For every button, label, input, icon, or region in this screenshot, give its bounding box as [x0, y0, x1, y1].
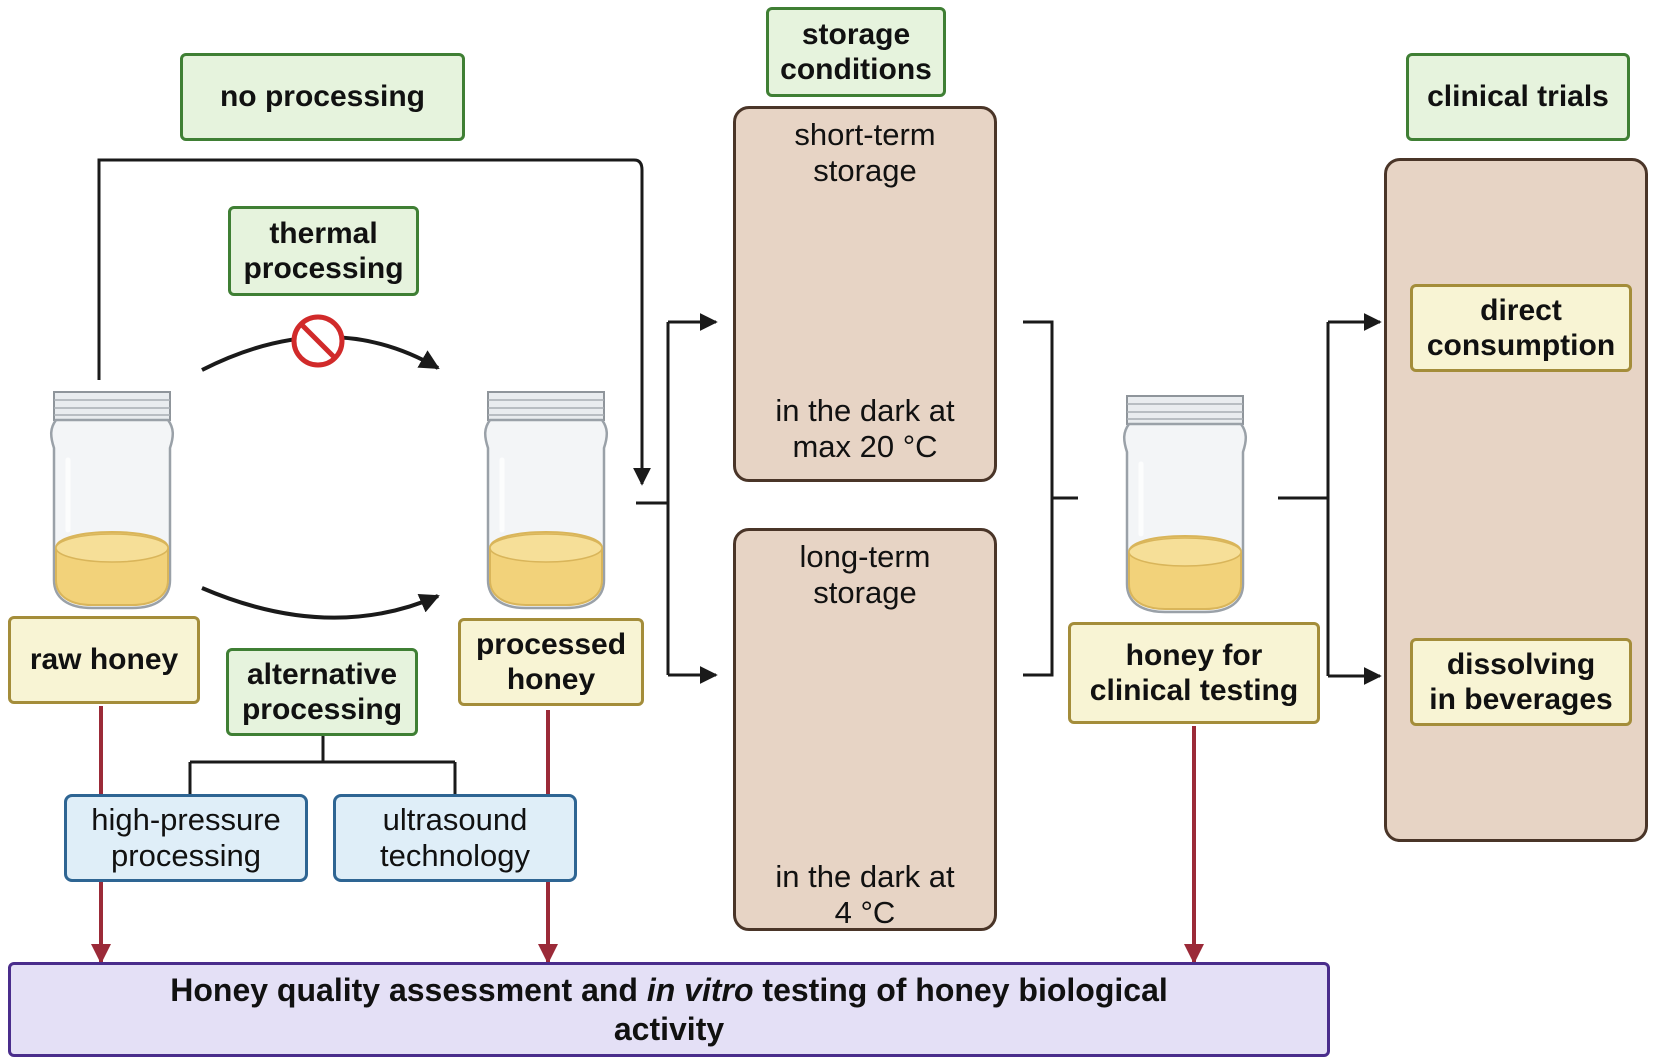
alternative-split-connector	[188, 736, 457, 794]
short-term-storage-title: short-term storage	[794, 117, 936, 189]
ultrasound-technology-label: ultrasound technology	[333, 794, 577, 882]
short-term-storage-condition: in the dark at max 20 °C	[775, 393, 955, 465]
alternative-processing-arrow	[201, 586, 440, 620]
raw-honey-jar-icon	[51, 392, 173, 608]
storage-conditions-label: storage conditions	[766, 7, 946, 97]
no-processing-label: no processing	[180, 53, 465, 141]
quality-assessment-line1: Honey quality assessment and in vitro te…	[170, 972, 1168, 1009]
honey-for-clinical-testing-label: honey for clinical testing	[1068, 622, 1320, 724]
processed-honey-jar-icon	[485, 392, 607, 608]
high-pressure-processing-label: high-pressure processing	[64, 794, 308, 882]
processed-honey-label: processed honey	[458, 618, 644, 706]
raw-honey-label: raw honey	[8, 616, 200, 704]
no-processing-connector	[97, 158, 651, 486]
clinical-honey-jar-icon	[1124, 396, 1246, 612]
long-term-storage-condition: in the dark at 4 °C	[775, 859, 955, 931]
short-term-storage-panel: short-term storage in the dark at max 20…	[733, 106, 997, 482]
clinical-trials-label: clinical trials	[1406, 53, 1630, 141]
thermal-processing-label: thermal processing	[228, 206, 419, 296]
clinical-fork-connector	[1278, 322, 1330, 676]
long-term-storage-title: long-term storage	[799, 539, 931, 611]
clinical-trials-panel	[1384, 158, 1648, 842]
alternative-processing-label: alternative processing	[226, 648, 418, 736]
quality-assessment-box: Honey quality assessment and in vitro te…	[8, 962, 1330, 1057]
direct-consumption-label: direct consumption	[1410, 284, 1632, 372]
storage-fork-connector	[636, 322, 670, 675]
quality-assessment-line2: activity	[613, 1010, 725, 1047]
no-symbol-icon	[291, 314, 345, 368]
dissolving-in-beverages-label: dissolving in beverages	[1410, 638, 1632, 726]
long-term-storage-panel: long-term storage in the dark at 4 °C	[733, 528, 997, 931]
storage-join-connector	[1023, 320, 1078, 677]
